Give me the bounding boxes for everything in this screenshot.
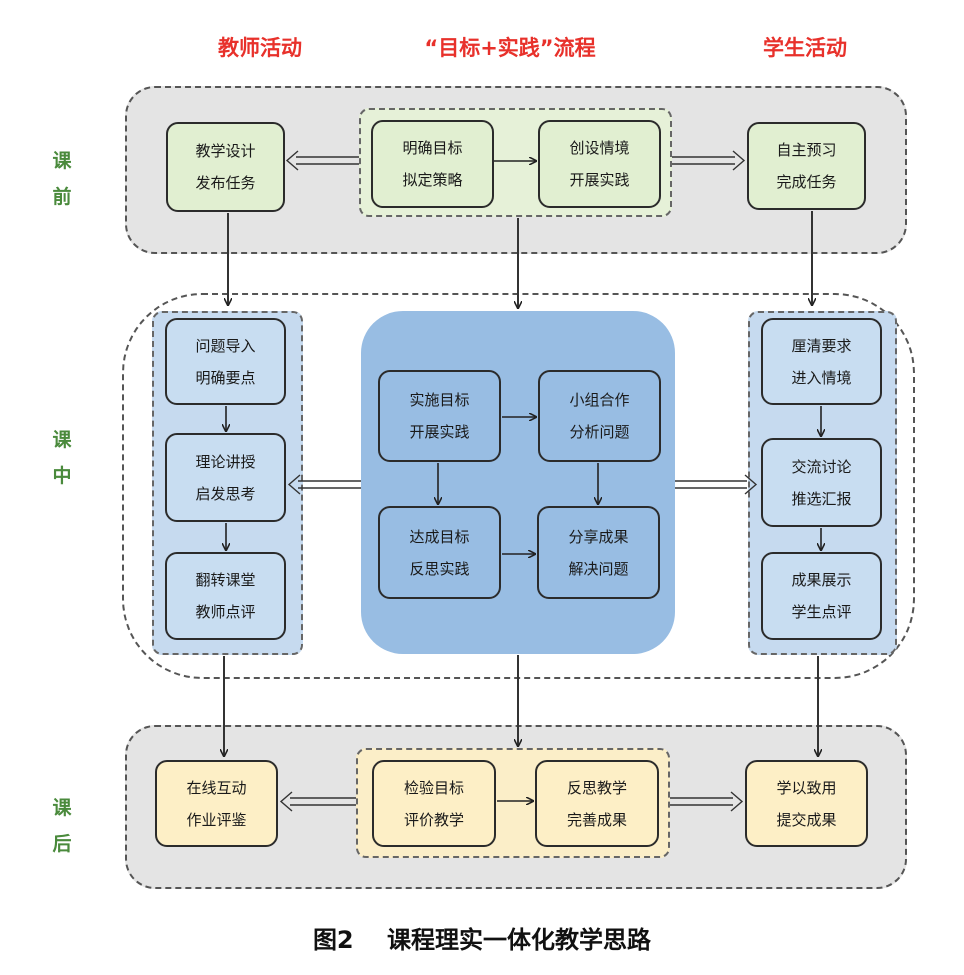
row-label-in-class: 课 中 bbox=[40, 422, 84, 494]
figure-caption: 图2 课程理实一体化教学思路 bbox=[312, 926, 652, 954]
box-teaching-design: 教学设计 发布任务 bbox=[166, 122, 285, 212]
box-flipped-classroom: 翻转课堂 教师点评 bbox=[165, 552, 286, 640]
box-results-display: 成果展示 学生点评 bbox=[761, 552, 882, 640]
box-online-interaction: 在线互动 作业评鉴 bbox=[155, 760, 278, 847]
box-line: 创设情境 bbox=[569, 139, 630, 157]
double-arrow-to-teacher-lecture bbox=[287, 474, 361, 495]
box-problem-introduction: 问题导入 明确要点 bbox=[165, 318, 286, 405]
header-goal-practice-process: “目标+实践”流程 bbox=[424, 36, 596, 60]
double-arrow-to-teacher-design bbox=[285, 150, 359, 171]
box-theory-lecture: 理论讲授 启发思考 bbox=[165, 433, 286, 522]
box-line: 理论讲授 bbox=[195, 452, 256, 471]
box-reflect-teaching: 反思教学 完善成果 bbox=[535, 760, 659, 847]
box-implement-goals: 实施目标 开展实践 bbox=[378, 370, 501, 462]
box-line: 启发思考 bbox=[195, 484, 256, 503]
box-line: 作业评鉴 bbox=[186, 810, 247, 829]
row-label-during-char-1: 课 bbox=[52, 429, 72, 451]
box-clarify-requirements: 厘清要求 进入情境 bbox=[761, 318, 882, 405]
box-line: 明确要点 bbox=[195, 368, 256, 387]
box-line: 翻转课堂 bbox=[195, 571, 256, 589]
box-create-scenario: 创设情境 开展实践 bbox=[538, 120, 661, 208]
box-line: 完善成果 bbox=[566, 810, 627, 829]
box-line: 达成目标 bbox=[409, 527, 470, 546]
box-line: 教学设计 bbox=[195, 142, 256, 160]
box-line: 进入情境 bbox=[791, 368, 852, 387]
box-line: 拟定策略 bbox=[402, 171, 463, 189]
box-line: 开展实践 bbox=[409, 423, 470, 441]
row-label-after-char-2: 后 bbox=[52, 833, 72, 855]
box-line: 学生点评 bbox=[791, 603, 852, 621]
box-line: 评价教学 bbox=[403, 810, 464, 829]
box-line: 反思实践 bbox=[409, 559, 470, 578]
double-arrow-to-student-preview bbox=[672, 150, 746, 171]
box-line: 交流讨论 bbox=[791, 457, 852, 476]
box-line: 实施目标 bbox=[409, 391, 470, 409]
box-discussion-report: 交流讨论 推选汇报 bbox=[761, 438, 882, 527]
box-self-preview: 自主预习 完成任务 bbox=[747, 122, 866, 210]
row-label-before-class: 课 前 bbox=[40, 143, 84, 215]
box-line: 自主预习 bbox=[776, 141, 837, 159]
box-achieve-goals: 达成目标 反思实践 bbox=[378, 506, 501, 599]
box-check-goals: 检验目标 评价教学 bbox=[372, 760, 496, 847]
box-line: 推选汇报 bbox=[791, 489, 852, 508]
box-apply-learning: 学以致用 提交成果 bbox=[745, 760, 868, 847]
box-line: 分享成果 bbox=[568, 527, 629, 546]
box-line: 在线互动 bbox=[186, 778, 247, 797]
row-label-before-char-2: 前 bbox=[52, 186, 72, 208]
box-line: 教师点评 bbox=[195, 603, 256, 621]
header-teacher-activity: 教师活动 bbox=[218, 36, 302, 60]
double-arrow-to-online-interaction bbox=[279, 791, 356, 812]
row-label-after-class: 课 后 bbox=[40, 790, 84, 862]
box-share-results: 分享成果 解决问题 bbox=[537, 506, 660, 599]
row-label-after-char-1: 课 bbox=[52, 797, 72, 819]
row-label-during-char-2: 中 bbox=[52, 465, 72, 487]
box-line: 提交成果 bbox=[776, 810, 837, 829]
double-arrow-to-apply-learning bbox=[670, 791, 744, 812]
box-line: 完成任务 bbox=[776, 173, 837, 191]
header-student-activity: 学生活动 bbox=[763, 36, 847, 60]
box-line: 开展实践 bbox=[569, 171, 630, 189]
row-label-before-char-1: 课 bbox=[52, 150, 72, 172]
box-line: 发布任务 bbox=[195, 174, 256, 192]
box-line: 反思教学 bbox=[566, 778, 627, 797]
box-line: 分析问题 bbox=[569, 423, 630, 441]
box-line: 检验目标 bbox=[403, 778, 464, 797]
box-line: 解决问题 bbox=[568, 559, 629, 578]
double-arrow-to-student-discussion bbox=[675, 474, 758, 495]
box-line: 学以致用 bbox=[776, 778, 837, 797]
box-line: 明确目标 bbox=[402, 139, 463, 157]
box-line: 成果展示 bbox=[791, 571, 852, 589]
box-line: 问题导入 bbox=[195, 336, 256, 355]
box-clarify-goals: 明确目标 拟定策略 bbox=[371, 120, 494, 208]
box-group-cooperation: 小组合作 分析问题 bbox=[538, 370, 661, 462]
box-line: 小组合作 bbox=[569, 391, 630, 409]
box-line: 厘清要求 bbox=[791, 336, 852, 355]
